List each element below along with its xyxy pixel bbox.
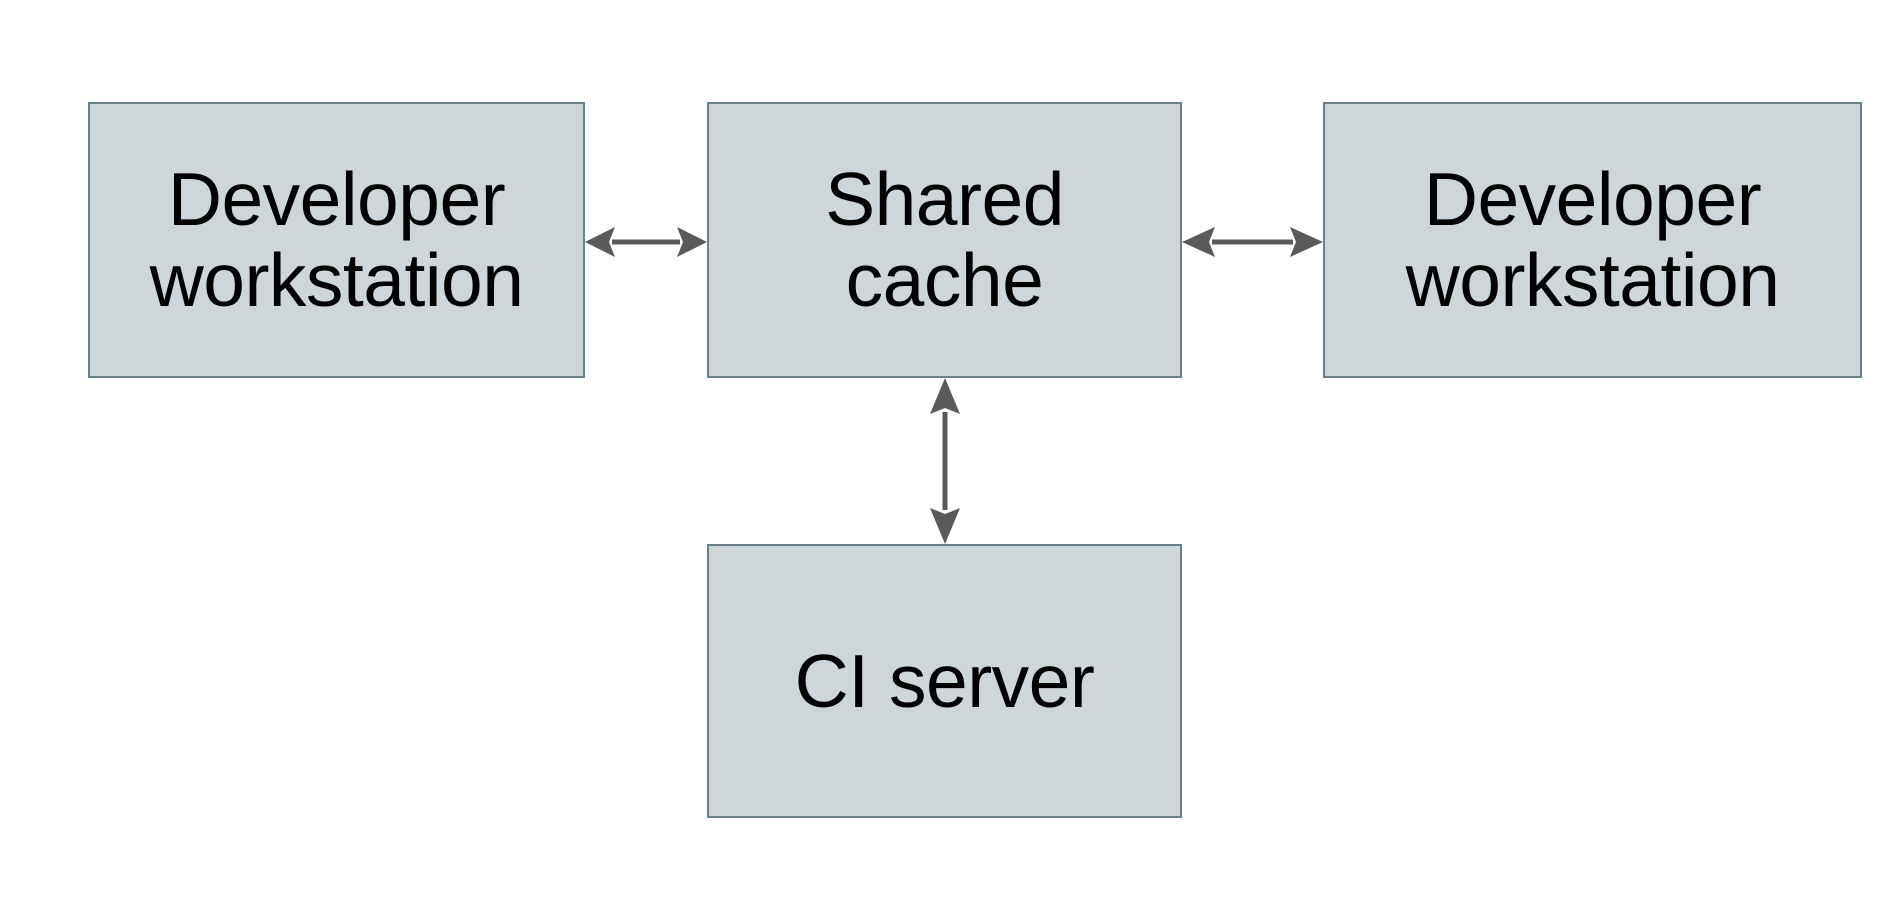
node-ci-server[interactable]: CI server: [707, 544, 1182, 818]
double-arrow-icon: [585, 227, 707, 257]
edge-developer-workstation-left-to-shared-cache: [585, 227, 707, 257]
double-arrow-icon: [930, 378, 960, 544]
node-developer-workstation-right[interactable]: Developer workstation: [1323, 102, 1862, 378]
node-shared-cache[interactable]: Shared cache: [707, 102, 1182, 378]
node-developer-workstation-left[interactable]: Developer workstation: [88, 102, 585, 378]
double-arrow-icon: [1182, 227, 1323, 257]
edge-shared-cache-to-developer-workstation-right: [1182, 227, 1323, 257]
edge-shared-cache-to-ci-server: [930, 378, 960, 544]
